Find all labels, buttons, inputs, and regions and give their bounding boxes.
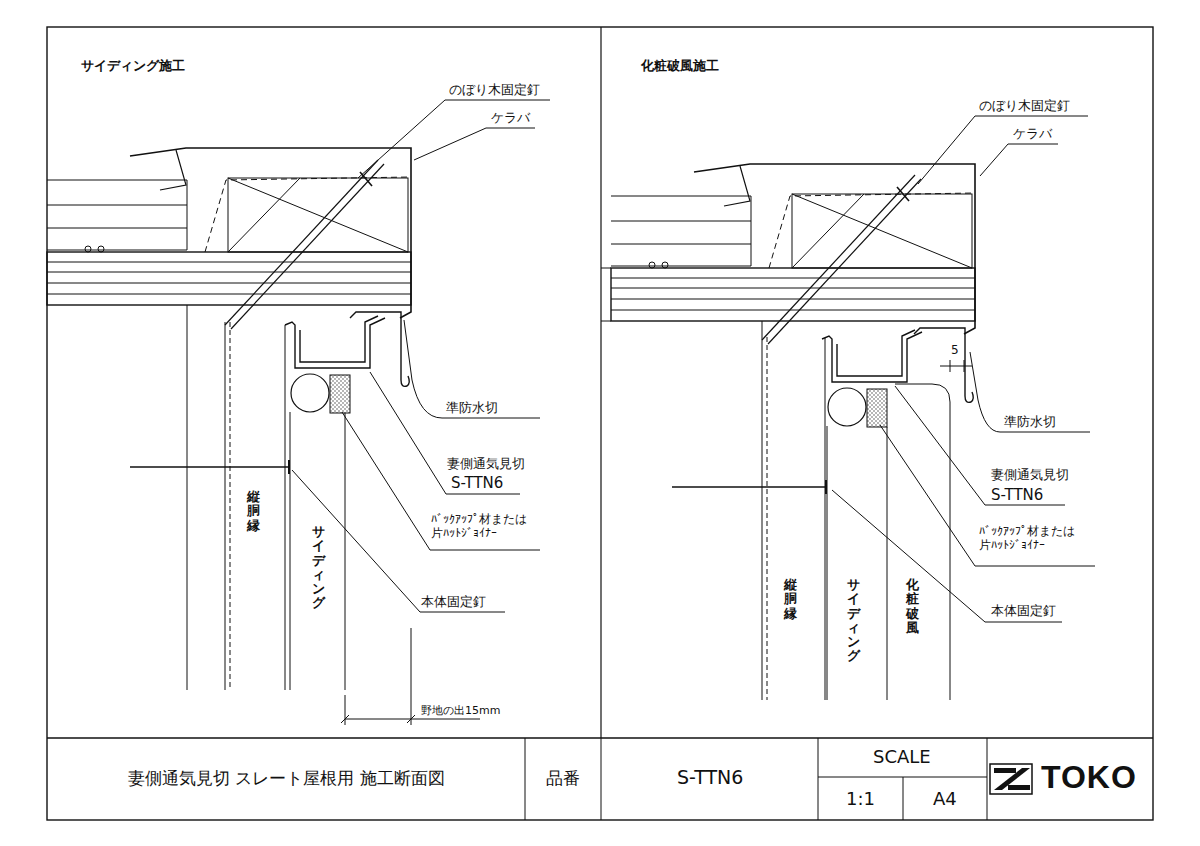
product-code: S-TTN6 bbox=[450, 474, 504, 492]
member-label: 縦胴縁 bbox=[247, 490, 260, 533]
part-label: 準防水切 bbox=[445, 400, 499, 416]
dimension-label: 5 bbox=[950, 343, 960, 357]
part-label: 妻側通気見切 bbox=[446, 456, 526, 472]
logo-mark bbox=[990, 764, 1032, 794]
member-label: 縦胴縁 bbox=[784, 578, 797, 621]
logo-text: TOKO bbox=[1040, 758, 1138, 796]
part-label: ケラバ bbox=[1012, 126, 1053, 142]
part-label: のぼり木固定釘 bbox=[448, 82, 541, 98]
dimension-label: 野地の出15mm bbox=[420, 704, 501, 717]
member-label: サイディング bbox=[312, 525, 325, 611]
member-label: サイディング bbox=[847, 578, 860, 664]
table-cell: 品番 bbox=[545, 768, 581, 788]
part-label: 本体固定釘 bbox=[990, 603, 1057, 619]
part-label: ﾊﾞｯｸｱｯﾌﾟ材または 片ﾊｯﾄｼﾞｮｲﾅｰ bbox=[430, 512, 492, 541]
part-label: ケラバ bbox=[490, 110, 531, 126]
drawing-title: 妻側通気見切 スレート屋根用 施工断面図 bbox=[127, 768, 446, 788]
panel-heading: 化粧破風施工 bbox=[640, 58, 720, 74]
table-cell: SCALE bbox=[872, 746, 932, 768]
part-label: 本体固定釘 bbox=[420, 594, 487, 610]
table-cell: 1:1 bbox=[845, 788, 876, 810]
part-label: 準防水切 bbox=[1003, 414, 1057, 430]
part-label: のぼり木固定釘 bbox=[978, 98, 1071, 114]
member-label: 化粧破風 bbox=[906, 578, 919, 635]
product-code: S-TTN6 bbox=[990, 486, 1044, 504]
part-label: ﾊﾞｯｸｱｯﾌﾟ材または 片ﾊｯﾄｼﾞｮｲﾅｰ bbox=[978, 524, 1040, 553]
table-cell: S-TTN6 bbox=[676, 766, 744, 789]
table-cell: A4 bbox=[932, 788, 958, 810]
part-label: 妻側通気見切 bbox=[990, 467, 1070, 483]
panel-heading: サイディング施工 bbox=[80, 58, 186, 74]
